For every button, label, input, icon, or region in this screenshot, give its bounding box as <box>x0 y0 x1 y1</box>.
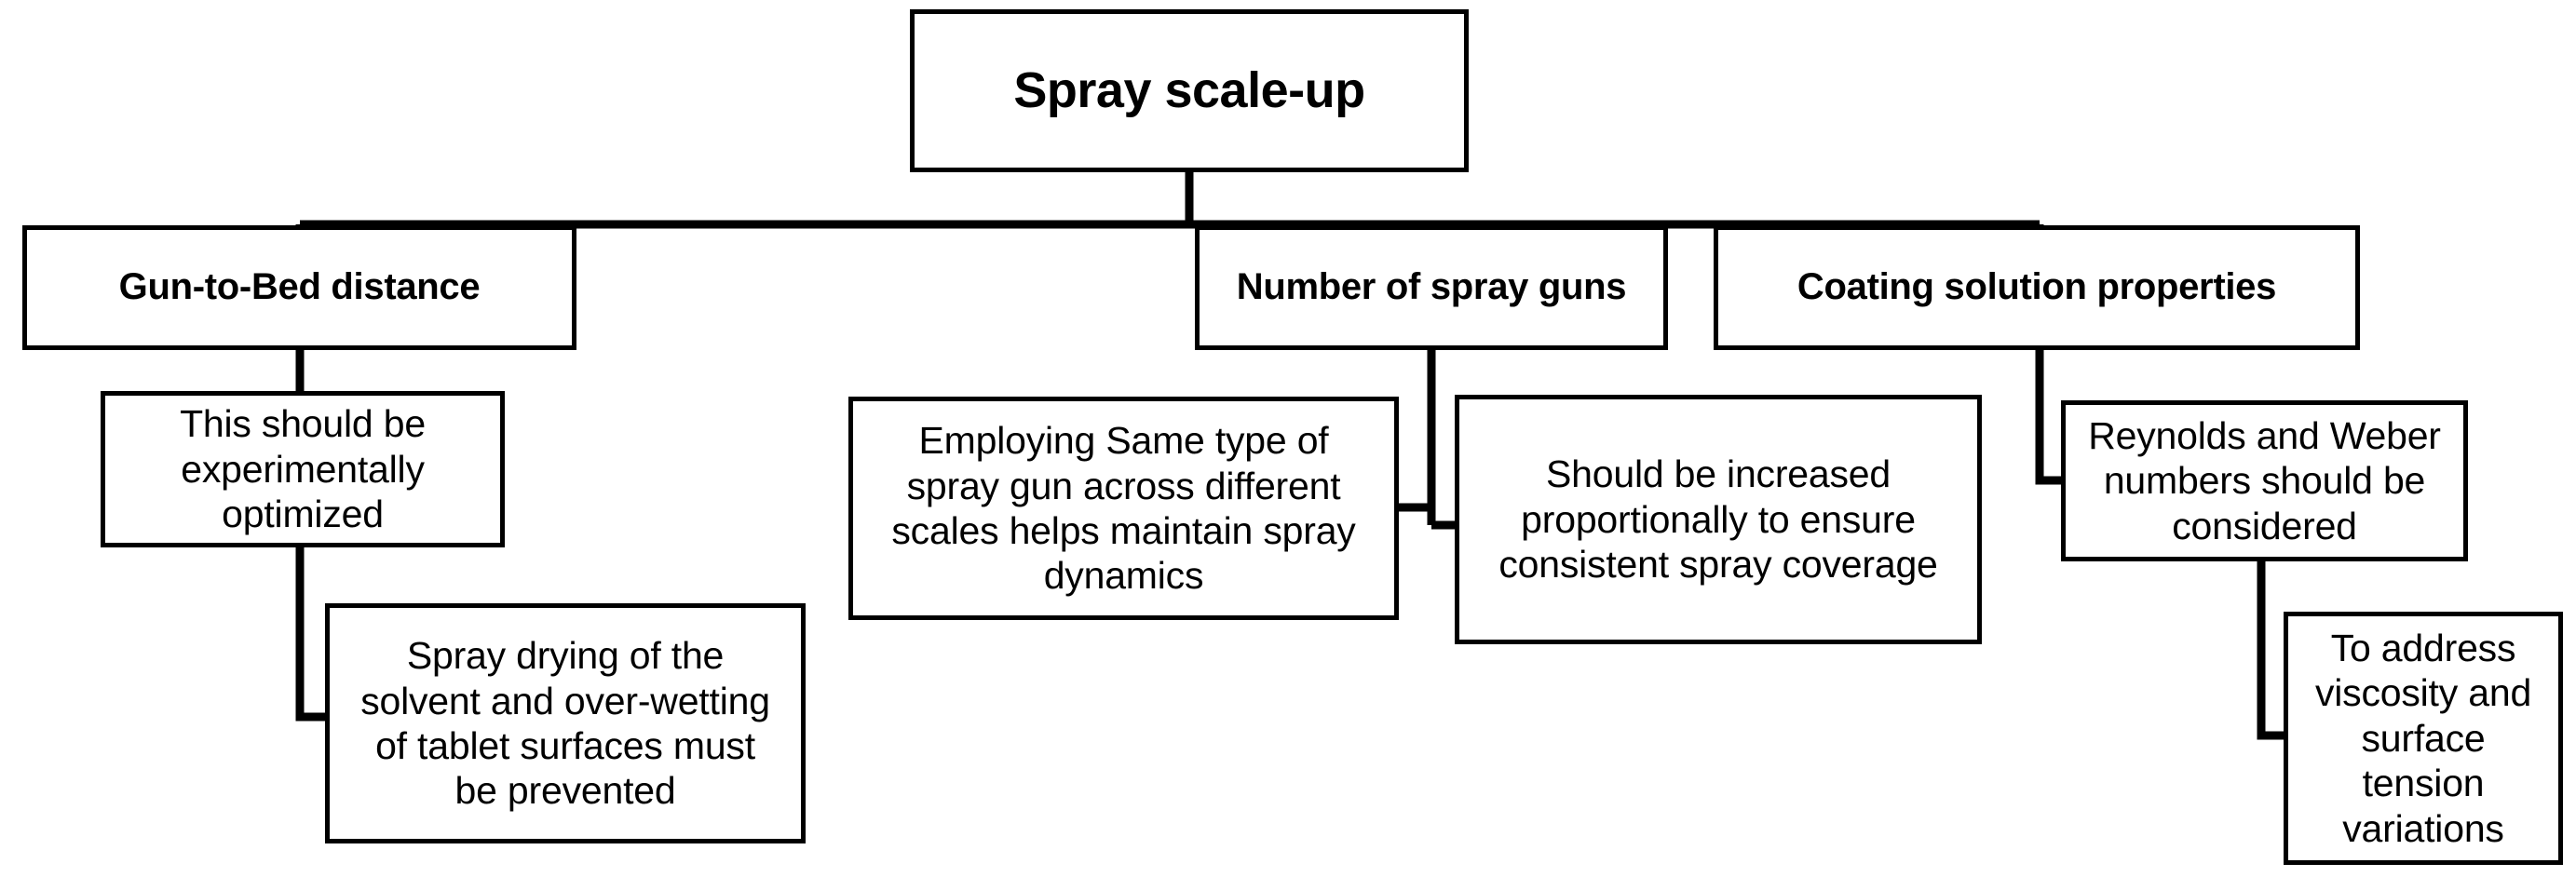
node-spray-guns-child-1[interactable]: Employing Same type of spray gun across … <box>848 397 1399 620</box>
node-spray-guns-child-2[interactable]: Should be increased proportionally to en… <box>1455 395 1982 644</box>
node-gun-to-bed-child-2[interactable]: Spray drying of the solvent and over-wet… <box>325 603 806 843</box>
node-root-label: Spray scale-up <box>1013 61 1365 118</box>
connector-coating-child1-to-child2 <box>2257 561 2286 740</box>
node-gun-to-bed-distance[interactable]: Gun-to-Bed distance <box>22 225 576 350</box>
node-gun-to-bed-child-1-label: This should be experimentally optimized <box>180 402 426 536</box>
node-gun-to-bed-distance-label: Gun-to-Bed distance <box>118 266 481 308</box>
node-coating-child-1-label: Reynolds and Weber numbers should be con… <box>2088 413 2441 547</box>
node-coating-child-2[interactable]: To address viscosity and surface tension… <box>2284 612 2563 865</box>
node-gun-to-bed-child-2-label: Spray drying of the solvent and over-wet… <box>360 634 770 813</box>
node-coating-child-1[interactable]: Reynolds and Weber numbers should be con… <box>2061 400 2468 561</box>
connector-gun-child1-to-child2 <box>295 547 328 722</box>
node-root-spray-scale-up[interactable]: Spray scale-up <box>910 9 1469 172</box>
node-number-of-spray-guns-label: Number of spray guns <box>1236 266 1627 308</box>
node-number-of-spray-guns[interactable]: Number of spray guns <box>1195 225 1668 350</box>
node-gun-to-bed-child-1[interactable]: This should be experimentally optimized <box>101 391 505 547</box>
node-spray-guns-child-1-label: Employing Same type of spray gun across … <box>891 419 1356 598</box>
node-coating-solution-properties[interactable]: Coating solution properties <box>1714 225 2360 350</box>
node-coating-solution-properties-label: Coating solution properties <box>1796 266 2277 308</box>
node-coating-child-2-label: To address viscosity and surface tension… <box>2314 627 2532 850</box>
node-spray-guns-child-2-label: Should be increased proportionally to en… <box>1498 452 1938 587</box>
